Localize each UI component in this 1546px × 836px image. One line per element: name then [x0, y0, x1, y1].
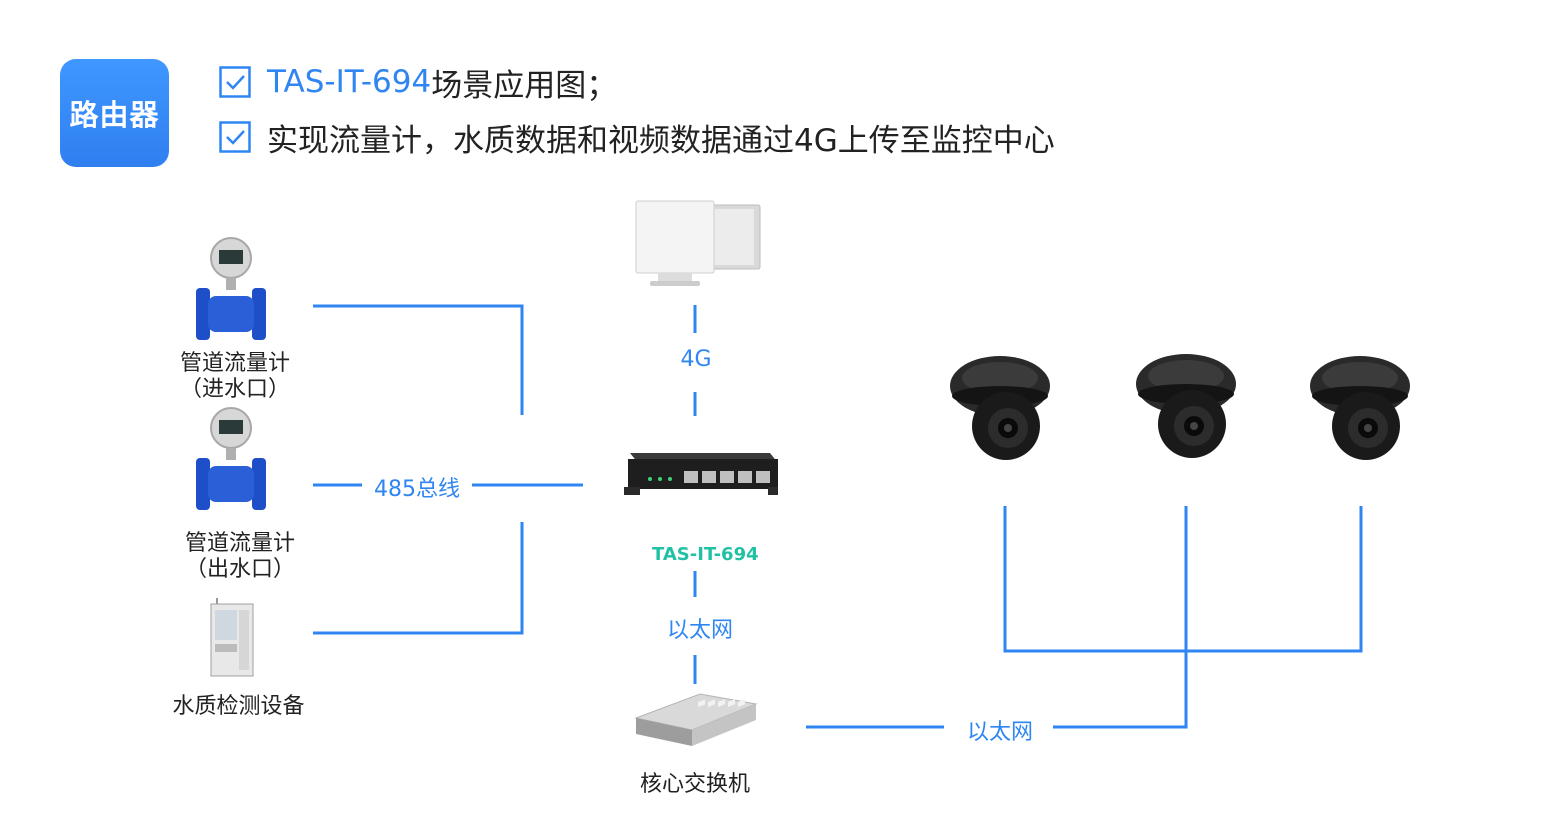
flowmeter-inlet-name: 管道流量计: [179, 351, 290, 376]
bullet-scenario: TAS-IT-694 场景应用图；: [219, 62, 618, 104]
bullet-text-1: 场景应用图；: [431, 67, 618, 104]
flowmeter-outlet-label: 管道流量计 （出水口）: [165, 531, 315, 583]
monitor-icon: [635, 200, 761, 286]
flowmeter-inlet-label: 管道流量计 （进水口）: [160, 351, 310, 403]
flowmeter-inlet-position: （进水口）: [179, 377, 290, 402]
line-camera-bus: [1003, 506, 1363, 653]
flowmeter-icon: [196, 237, 266, 340]
bullet-description: 实现流量计，水质数据和视频数据通过4G上传至监控中心: [219, 117, 1055, 159]
check-icon: [219, 66, 251, 98]
cabinet-icon: [210, 598, 254, 677]
dome-camera-icon: [1310, 356, 1410, 460]
link-ethernet-horizontal-label: 以太网: [958, 714, 1042, 746]
flowmeter-outlet-name: 管道流量计: [184, 531, 295, 556]
flowmeter-outlet-position: （出水口）: [184, 557, 295, 582]
dome-camera-icon: [950, 356, 1050, 460]
dome-camera-icon: [1136, 354, 1236, 458]
water-quality-label: 水质检测设备: [172, 694, 305, 719]
switch-icon: [634, 693, 758, 746]
line-water-quality: [313, 522, 524, 635]
router-model-label: TAS-IT-694: [652, 544, 759, 565]
flowmeter-icon: [196, 407, 266, 510]
link-ethernet-vertical-label: 以太网: [660, 612, 740, 644]
router-icon: [624, 453, 778, 495]
core-switch-label: 核心交换机: [639, 772, 750, 797]
line-eth-h-right: [1053, 506, 1188, 729]
bullet-model: TAS-IT-694: [267, 64, 432, 100]
bullet-text-2: 实现流量计，水质数据和视频数据通过4G上传至监控中心: [267, 122, 1055, 159]
router-badge: 路由器: [60, 59, 169, 167]
link-4g-label: 4G: [676, 347, 716, 372]
link-485-label: 485总线: [364, 471, 470, 503]
line-flowmeter-in: [313, 304, 524, 415]
check-icon: [219, 121, 251, 153]
